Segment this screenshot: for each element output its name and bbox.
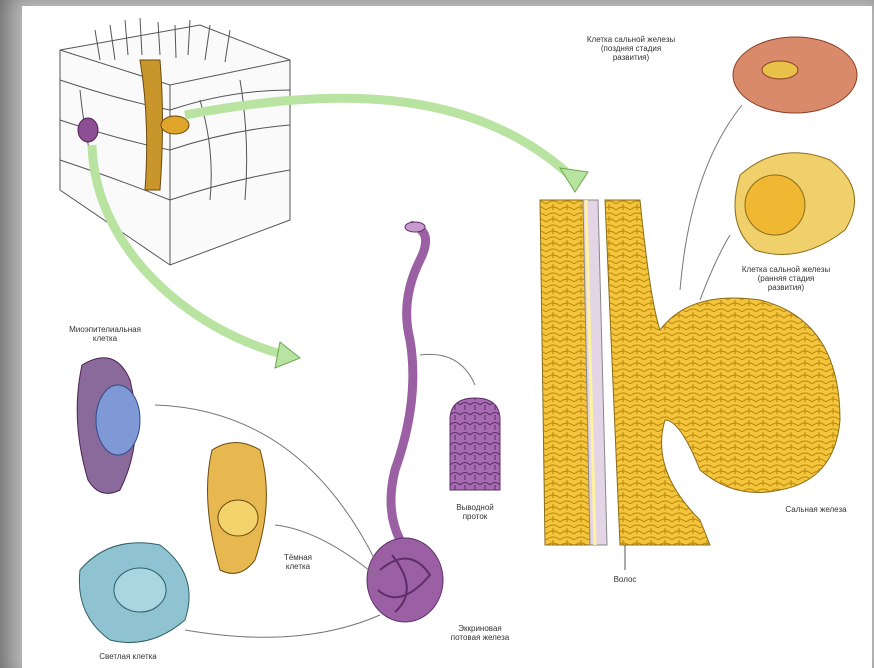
label-hair: Волос [600,575,650,584]
arrow-late [680,105,742,290]
myoepithelial-cell [77,358,140,494]
late-sebaceous-cell [733,37,857,113]
skin-block [60,18,290,265]
label-late-sebaceous-cell: Клетка сальной железы (поздняя стадия ра… [566,35,696,62]
label-sebaceous-gland: Сальная железа [766,505,866,514]
label-eccrine-gland: Эккриновая потовая железа [420,624,540,642]
follicle-gland [161,116,189,134]
excretory-duct [450,398,500,490]
early-sebaceous-cell [735,153,855,255]
light-cell [79,543,189,643]
label-early-sebaceous-cell: Клетка сальной железы (ранняя стадия раз… [716,265,856,292]
label-dark-cell: Тёмная клетка [268,553,328,571]
label-light-cell: Светлая клетка [68,652,188,661]
label-myoepithelial-cell: Миоэпителиальная клетка [40,325,170,343]
dark-cell [208,443,267,574]
label-excretory-duct: Выводной проток [440,503,510,521]
small-sweat-gland [78,118,98,142]
eccrine-sweat-gland [367,222,443,622]
